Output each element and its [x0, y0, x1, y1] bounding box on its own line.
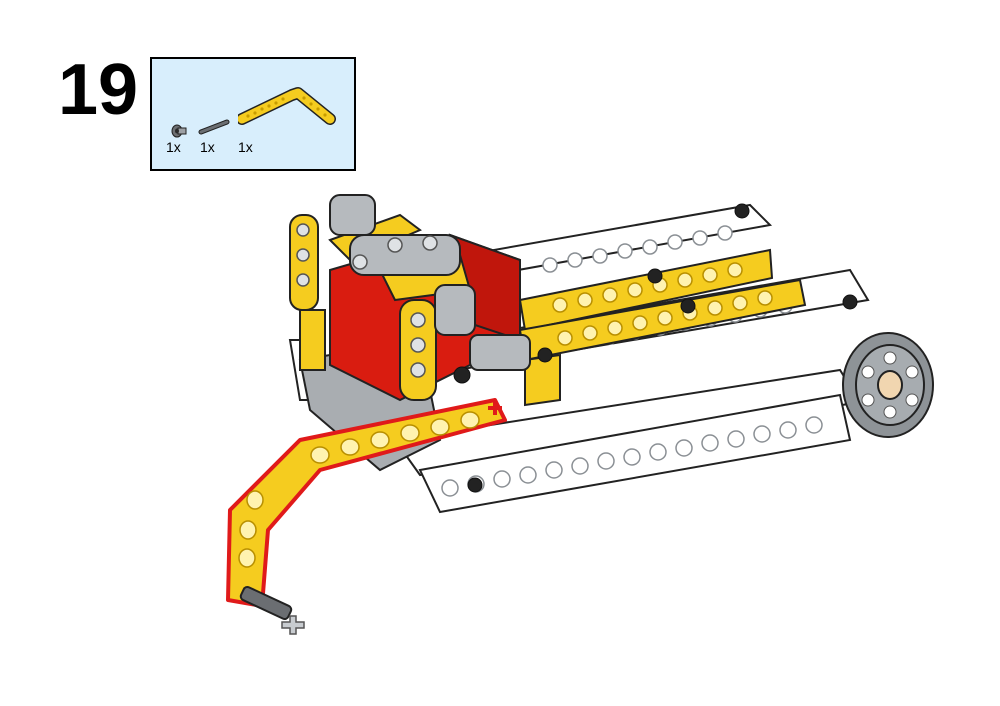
bent-beam-icon — [238, 87, 336, 125]
step-number: 19 — [58, 50, 139, 130]
axle-icon — [198, 119, 230, 135]
quantity-label: 1x — [238, 139, 253, 155]
quantity-label: 1x — [200, 139, 215, 155]
new-beam-holes — [238, 411, 480, 568]
gray-wheel — [842, 332, 934, 438]
quantity-label: 1x — [166, 139, 181, 155]
parts-callout: 1x 1x 1x — [150, 57, 356, 171]
black-pins — [453, 203, 858, 493]
connector-peg-icon — [171, 124, 187, 138]
red-cross-marker — [488, 401, 502, 415]
new-axle-part — [239, 585, 305, 635]
